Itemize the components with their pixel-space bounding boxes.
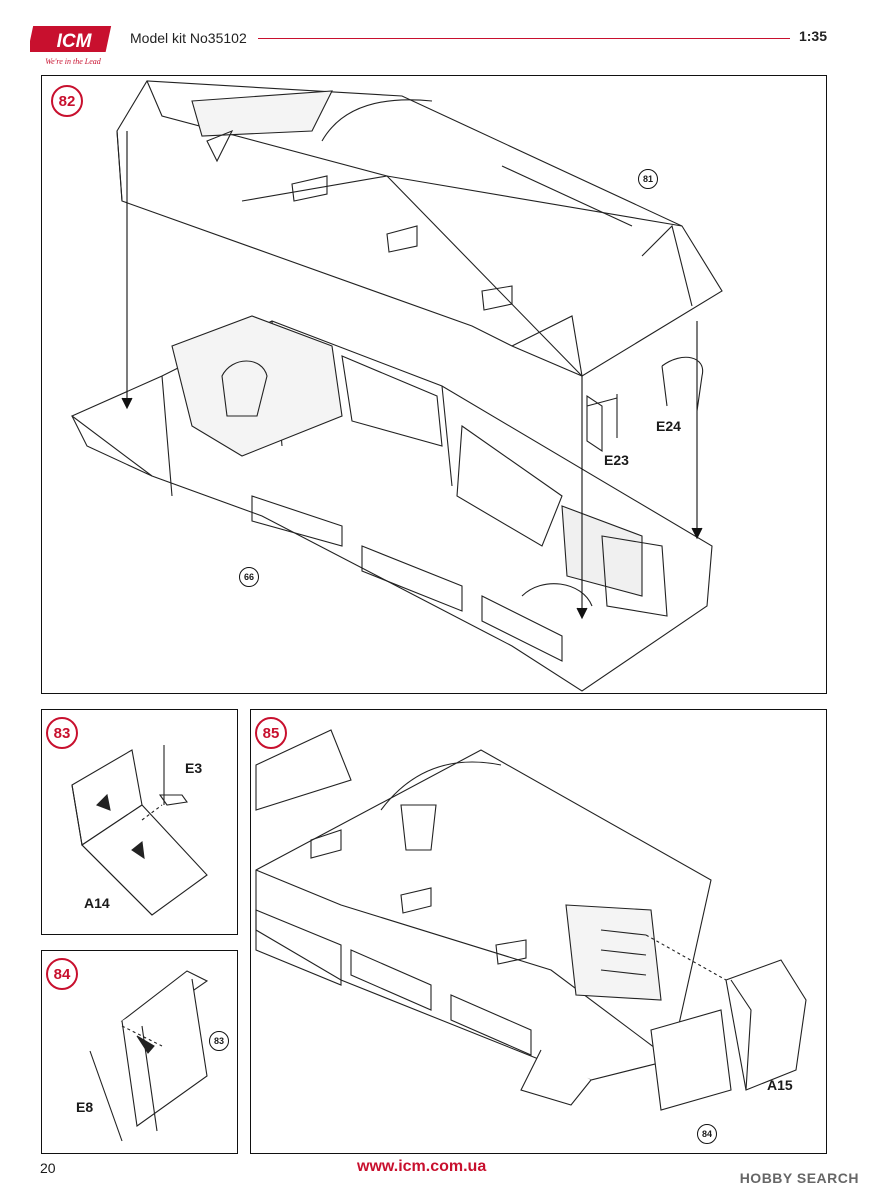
step-84-drawing <box>89 970 209 1142</box>
step-83-number: 83 <box>46 717 78 749</box>
brand-logo: ICM We're in the Lead <box>30 26 112 66</box>
footer-url[interactable]: www.icm.com.ua <box>357 1158 487 1175</box>
step-85-number: 85 <box>255 717 287 749</box>
step-84-number: 84 <box>46 958 78 990</box>
ref-66: 66 <box>239 567 259 587</box>
part-e8-label: E8 <box>76 1099 94 1115</box>
brand-name: ICM <box>57 31 93 52</box>
step-82-number: 82 <box>51 85 83 117</box>
header-rule <box>258 38 790 39</box>
part-e23-label: E23 <box>604 452 629 468</box>
step-82-drawing <box>70 80 723 692</box>
part-a15-label: A15 <box>767 1077 793 1093</box>
kit-number: Model kit No35102 <box>130 30 247 46</box>
scale-label: 1:35 <box>798 28 827 44</box>
upper-hull-drawing <box>116 80 723 377</box>
assembly-arrows <box>121 131 703 620</box>
brand-tagline: We're in the Lead <box>45 57 102 66</box>
part-a14-label: A14 <box>84 895 110 911</box>
part-e3-label: E3 <box>185 760 203 776</box>
ref-84: 84 <box>697 1124 717 1144</box>
step-83-panel: 83 E3 A14 <box>41 709 238 935</box>
part-e24-label: E24 <box>656 418 681 434</box>
page-number: 20 <box>40 1160 56 1176</box>
ref-83: 83 <box>209 1031 229 1051</box>
step-85-panel: 85 84 A15 <box>250 709 827 1154</box>
lower-hull-drawing <box>70 315 713 692</box>
step-85-drawing <box>255 729 807 1111</box>
parts-e23-e24-drawing <box>586 356 704 453</box>
step-83-drawing <box>71 745 208 916</box>
hobby-search-watermark: HOBBY SEARCH <box>739 1170 859 1186</box>
step-82-panel: 82 81 66 E24 E23 <box>41 75 827 694</box>
ref-81: 81 <box>638 169 658 189</box>
step-84-panel: 84 83 E8 <box>41 950 238 1154</box>
